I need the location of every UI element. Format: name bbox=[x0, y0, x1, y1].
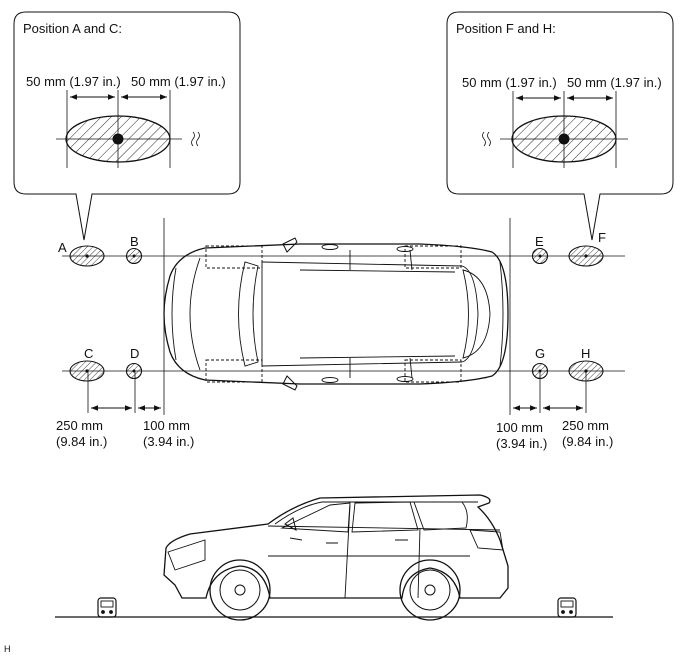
target-E bbox=[531, 247, 549, 265]
dim-label-right-1: 50 mm (1.97 in.) bbox=[462, 75, 557, 90]
dim-100-left-mm: 100 mm bbox=[143, 418, 190, 433]
label-E: E bbox=[535, 234, 544, 249]
callout-right-title: Position F and H: bbox=[456, 21, 556, 36]
dim-250-right-in: (9.84 in.) bbox=[562, 434, 613, 449]
label-B: B bbox=[130, 234, 139, 249]
dim-100-left-in: (3.94 in.) bbox=[143, 434, 194, 449]
dim-250-right-mm: 250 mm bbox=[562, 418, 609, 433]
target-G bbox=[531, 362, 549, 380]
target-center-right bbox=[558, 133, 570, 145]
side-mirror bbox=[284, 517, 297, 531]
target-B bbox=[125, 247, 143, 265]
dim-250-left-mm: 250 mm bbox=[56, 418, 103, 433]
label-D: D bbox=[130, 346, 139, 361]
vehicle-top-view bbox=[163, 237, 509, 391]
rear-wheel bbox=[399, 559, 461, 621]
target-C bbox=[69, 360, 105, 382]
vehicle-side-view bbox=[55, 494, 613, 621]
target-center-left bbox=[112, 133, 124, 145]
target-H bbox=[568, 360, 604, 382]
target-A bbox=[69, 245, 105, 267]
wave-icon bbox=[482, 131, 491, 147]
callout-right: Position F and H: 50 mm (1.97 in.) 50 mm… bbox=[446, 11, 674, 241]
dim-100-right-mm: 100 mm bbox=[496, 420, 543, 435]
target-D bbox=[125, 362, 143, 380]
floor-target-rear bbox=[557, 597, 577, 618]
dim-label-left-2: 50 mm (1.97 in.) bbox=[131, 74, 226, 89]
callout-left: Position A and C: 50 mm (1.97 in.) 50 mm… bbox=[13, 11, 241, 241]
front-wheel bbox=[209, 559, 271, 621]
figure-code: H bbox=[4, 644, 11, 654]
label-F: F bbox=[598, 230, 606, 245]
label-C: C bbox=[84, 346, 93, 361]
dim-label-right-2: 50 mm (1.97 in.) bbox=[567, 75, 662, 90]
label-A: A bbox=[58, 240, 67, 255]
target-F bbox=[568, 245, 604, 267]
label-H: H bbox=[581, 346, 590, 361]
floor-target-front bbox=[97, 597, 117, 618]
callout-left-title: Position A and C: bbox=[23, 21, 122, 36]
reference-lines bbox=[62, 218, 625, 415]
mirror-left bbox=[282, 237, 298, 253]
wave-icon bbox=[191, 131, 200, 147]
dim-250-left-in: (9.84 in.) bbox=[56, 434, 107, 449]
dim-label-left-1: 50 mm (1.97 in.) bbox=[26, 74, 121, 89]
mirror-right bbox=[282, 375, 298, 391]
dim-100-right-in: (3.94 in.) bbox=[496, 436, 547, 451]
label-G: G bbox=[535, 346, 545, 361]
